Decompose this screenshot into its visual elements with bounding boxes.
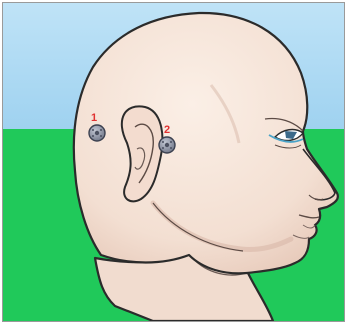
electrode-2-label: 2 xyxy=(164,124,170,136)
electrode-1-label: 1 xyxy=(91,112,97,124)
diagram-frame: 1 2 xyxy=(2,2,345,322)
electrode-1 xyxy=(89,125,105,141)
electrode-2 xyxy=(159,137,175,153)
head-illustration: 1 2 xyxy=(3,3,344,321)
